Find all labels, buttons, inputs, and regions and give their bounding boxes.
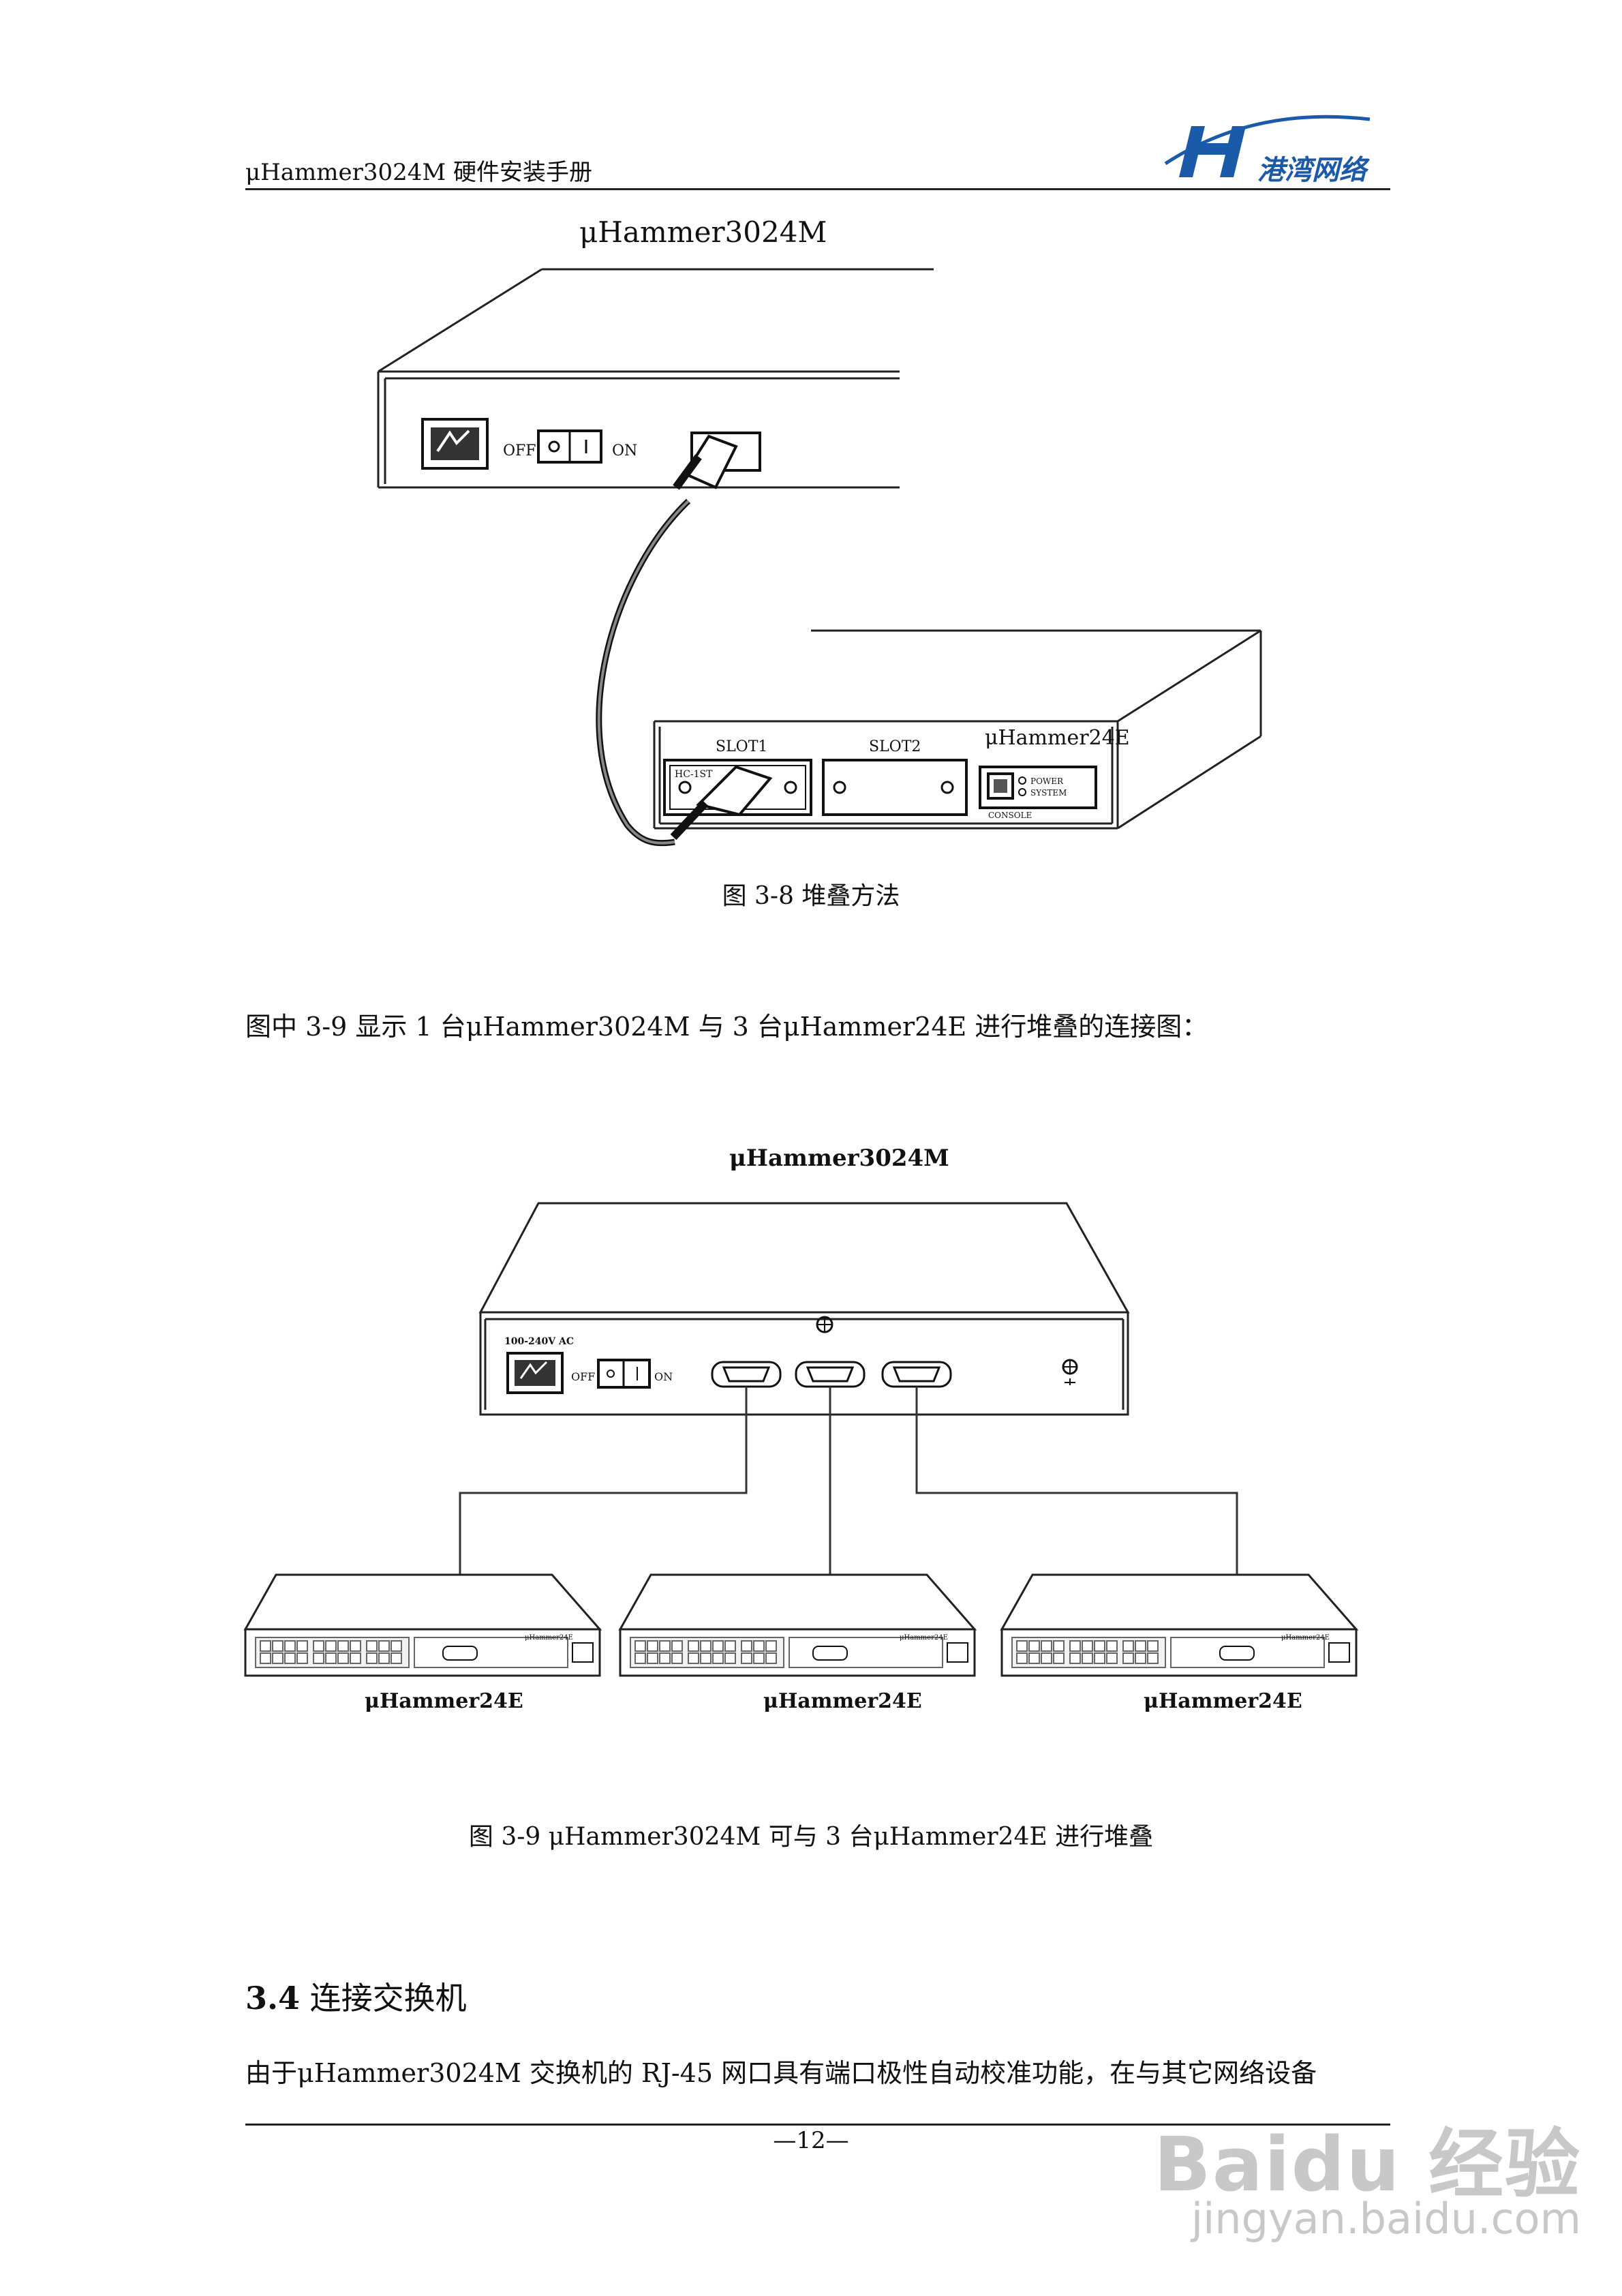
main-power-socket-icon — [506, 1352, 564, 1394]
main-power-switch-icon — [597, 1359, 651, 1389]
figure1-top-label: μHammer3024M — [579, 215, 827, 249]
paragraph-body: 由于μHammer3024M 交换机的 RJ-45 网口具有端口极性自动校准功能… — [245, 2058, 1317, 2088]
figure1-console-label: CONSOLE — [988, 811, 1032, 820]
main-switch-outline — [478, 1202, 1130, 1416]
svg-text:μHammer24E: μHammer24E — [900, 1634, 948, 1642]
figure2-caption: 图 3-9 μHammer3024M 可与 3 台μHammer24E 进行堆叠 — [468, 1823, 1154, 1851]
logo-h-icon — [1164, 115, 1371, 177]
footer-rule — [245, 2124, 1390, 2126]
figure-stacking-method: μHammer3024M OFF ON — [377, 215, 1262, 847]
figure1-system-label: SYSTEM — [1030, 788, 1067, 798]
figure1-slot2-label: SLOT2 — [869, 738, 921, 755]
lower-unit-3: μHammer24E — [1000, 1573, 1359, 1677]
figure1-caption: 图 3-8 堆叠方法 — [722, 882, 900, 910]
stack-port-icons — [711, 1361, 952, 1388]
slot1-module-icon — [663, 759, 812, 817]
figure2-off-label: OFF — [571, 1370, 595, 1383]
lower-unit-2: μHammer24E — [618, 1573, 977, 1677]
figure-three-unit-stacking: μHammer3024M 100-240V AC OFF ON — [243, 1145, 1359, 1713]
figure1-off-label: OFF — [503, 442, 536, 459]
logo-text: 港湾网络 — [1257, 155, 1366, 186]
ground-screw-icon — [816, 1316, 833, 1333]
figure1-on-label: ON — [612, 442, 637, 459]
svg-text:μHammer24E: μHammer24E — [525, 1634, 573, 1642]
slot2-module-icon — [822, 759, 968, 816]
figure2-top-label: μHammer3024M — [729, 1145, 949, 1172]
unit-label-2: μHammer24E — [763, 1689, 922, 1713]
section-title: 连接交换机 — [309, 1980, 467, 2016]
paragraph-intro: 图中 3-9 显示 1 台μHammer3024M 与 3 台μHammer24… — [245, 1012, 1208, 1042]
company-logo: 港湾网络 — [1152, 112, 1377, 187]
figure2-ac-label: 100-240V AC — [504, 1336, 574, 1347]
figure1-slot1-label: SLOT1 — [716, 738, 767, 755]
section-number: 3.4 — [245, 1980, 301, 2016]
figure1-module-label: HC-1ST — [675, 769, 713, 780]
upper-console-connector-icon — [673, 432, 761, 490]
figure1-power-label: POWER — [1030, 776, 1064, 786]
watermark-logo: Baidu 经验 — [1153, 2121, 1581, 2208]
unit-label-1: μHammer24E — [365, 1689, 523, 1713]
power-switch-icon — [537, 429, 602, 464]
header-title: μHammer3024M 硬件安装手册 — [245, 159, 593, 186]
upper-switch-outline — [377, 268, 934, 489]
watermark-url: jingyan.baidu.com — [1191, 2194, 1581, 2244]
svg-text:μHammer24E: μHammer24E — [1281, 1634, 1330, 1642]
console-port-icon — [979, 766, 1097, 809]
lower-unit-1: μHammer24E — [243, 1573, 602, 1677]
unit-label-3: μHammer24E — [1144, 1689, 1302, 1713]
lower-switch-outline — [653, 629, 1262, 830]
header-rule — [245, 188, 1390, 190]
main-ground-icon — [1062, 1359, 1078, 1385]
power-socket-icon — [421, 418, 489, 470]
page-number: —12— — [773, 2127, 849, 2154]
figure1-device-label: μHammer24E — [985, 726, 1130, 750]
figure2-on-label: ON — [654, 1370, 673, 1383]
section-heading: 3.4 连接交换机 — [245, 1974, 467, 2019]
lower-plug-icon — [670, 800, 709, 841]
